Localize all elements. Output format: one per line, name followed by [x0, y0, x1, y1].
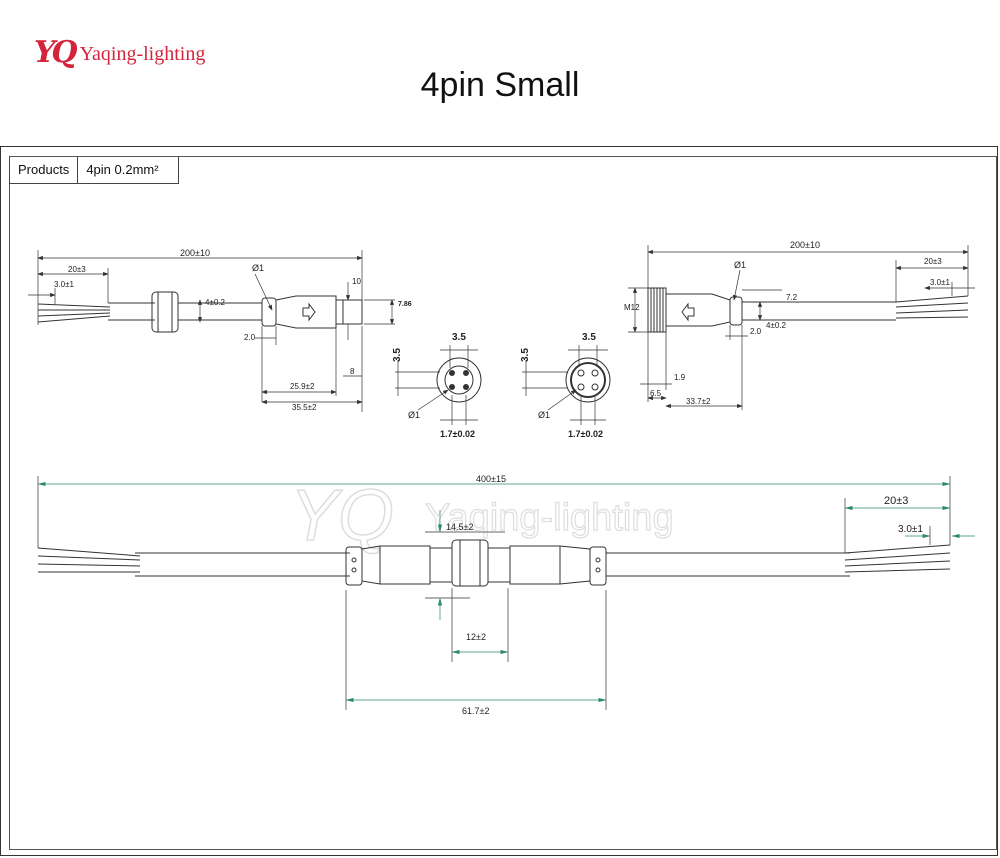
page-title: 4pin Small	[420, 66, 580, 104]
face-view-female	[522, 345, 611, 425]
dim-right-strip: 20±3	[924, 257, 942, 266]
watermark: YQ Yaqing-lighting	[289, 475, 674, 557]
dim-left-355: 35.5±2	[292, 403, 317, 412]
dim-right-19: 1.9	[674, 373, 686, 382]
right-connector-drawing	[628, 245, 975, 410]
spec-value: 4pin 0.2mm²	[78, 157, 180, 184]
bottom-assembly-drawing	[37, 476, 951, 710]
dim-face1-pitch: 1.7±0.02	[440, 429, 475, 439]
left-dimension-labels: 200±10 20±3 3.0±1 Ø1 4±0.2 2.0 10 7.86 8…	[54, 248, 412, 412]
dim-face2-h: 3.5	[520, 348, 531, 362]
dim-bottom-12: 12±2	[466, 632, 486, 642]
logo-text: Yaqing-lighting	[79, 43, 206, 65]
dim-left-259: 25.9±2	[290, 382, 315, 391]
dim-left-10: 10	[352, 277, 361, 286]
dim-right-tip: 3.0±1	[930, 278, 951, 287]
dim-right-m12: M12	[624, 303, 640, 312]
spec-label: Products	[9, 157, 79, 184]
drawing-frame-outer	[0, 146, 998, 856]
dim-left-cable: 4±0.2	[205, 298, 226, 307]
face-view-male	[395, 345, 482, 425]
dim-left-8: 8	[350, 367, 355, 376]
dim-face1-w: 3.5	[452, 332, 466, 343]
dim-face2-d: Ø1	[538, 410, 550, 420]
left-connector-drawing	[28, 250, 395, 412]
dim-left-d1: Ø1	[252, 263, 264, 273]
right-dimension-labels: 200±10 20±3 3.0±1 Ø1 M12 7.2 4±0.2 2.0 1…	[624, 240, 951, 406]
dim-right-d1: Ø1	[734, 260, 746, 270]
spec-table: Products 4pin 0.2mm²	[9, 157, 180, 184]
watermark-mark: YQ	[290, 476, 394, 556]
dim-bottom-strip: 20±3	[884, 495, 908, 507]
face1-labels: 3.5 3.5 Ø1 1.7±0.02	[392, 332, 475, 439]
logo-mark: YQ	[34, 35, 78, 70]
bottom-dimension-labels: 400±15 20±3 3.0±1 14.5±2 12±2 61.7±2	[446, 474, 923, 716]
dim-left-strip: 20±3	[68, 265, 86, 274]
dim-face1-d: Ø1	[408, 410, 420, 420]
dim-right-cable: 4±0.2	[766, 321, 787, 330]
brand-logo: YQ Yaqing-lighting	[34, 38, 205, 68]
dim-left-total: 200±10	[180, 248, 210, 258]
dim-face2-w: 3.5	[582, 332, 596, 343]
watermark-text: Yaqing-lighting	[425, 497, 674, 539]
dim-bottom-total: 400±15	[476, 474, 506, 484]
drawing-frame-inner	[9, 156, 997, 850]
dim-face1-h: 3.5	[392, 348, 403, 362]
face2-labels: 3.5 3.5 Ø1 1.7±0.02	[520, 332, 603, 439]
dim-bottom-145: 14.5±2	[446, 522, 473, 532]
dim-right-337: 33.7±2	[686, 397, 711, 406]
dim-face2-pitch: 1.7±0.02	[568, 429, 603, 439]
dim-bottom-617: 61.7±2	[462, 706, 489, 716]
dim-right-total: 200±10	[790, 240, 820, 250]
dim-right-72: 7.2	[786, 293, 798, 302]
dim-right-65: 6.5	[650, 389, 662, 398]
dim-right-2: 2.0	[750, 327, 762, 336]
bottom-dim-arrows	[37, 481, 975, 703]
dim-left-786: 7.86	[398, 301, 412, 308]
dim-left-tip: 3.0±1	[54, 280, 75, 289]
dim-bottom-tip: 3.0±1	[898, 524, 923, 535]
dim-left-2: 2.0	[244, 333, 256, 342]
